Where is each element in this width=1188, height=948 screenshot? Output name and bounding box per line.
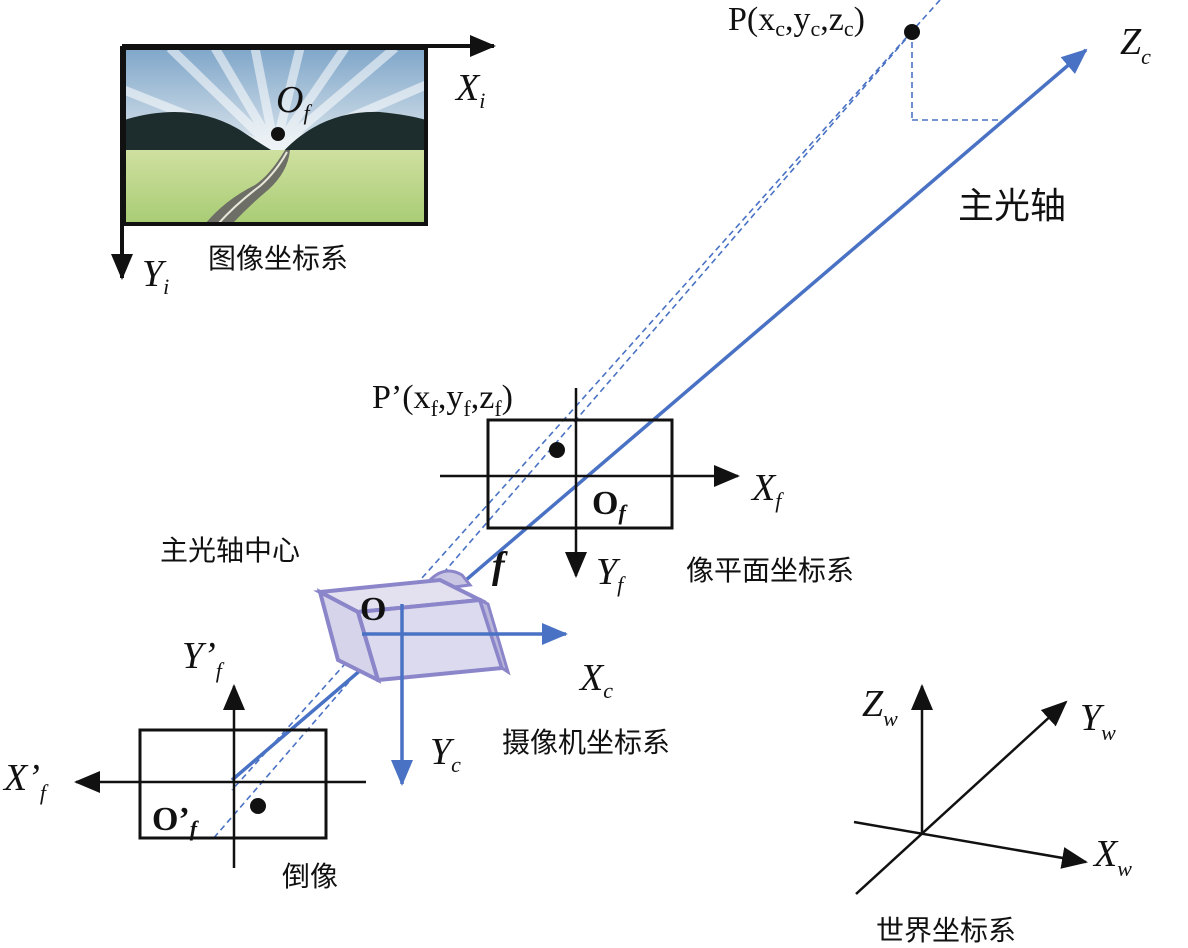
image-plane-x-label: Xf — [750, 467, 784, 513]
inverted-y-label: Y’f — [182, 635, 225, 683]
inverted-image-system: Y’f X’f O’f 倒像 — [2, 635, 366, 893]
image-coordinate-system: Of Xi Yi 图像坐标系 — [111, 35, 496, 299]
point-p-dot — [904, 24, 920, 40]
point-p-prime-dot — [549, 442, 565, 458]
image-y-label: Yi — [142, 253, 169, 299]
image-plane-caption: 像平面坐标系 — [686, 554, 854, 587]
image-origin-label: Of — [276, 79, 312, 125]
image-plane-system: P’(xf,yf,zf) Of Xf Yf 像平面坐标系 — [372, 379, 854, 597]
world-coord-caption: 世界坐标系 — [876, 914, 1016, 947]
optical-axis-zc-label: Zc — [1120, 21, 1151, 69]
world-coordinate-system: Zw Yw Xw 世界坐标系 — [853, 683, 1132, 947]
camera-x-label: Xc — [578, 657, 613, 703]
world-x-label: Xw — [1092, 833, 1132, 881]
image-plane-frame — [486, 418, 674, 530]
inverted-point-dot — [250, 798, 266, 814]
optical-axis-caption: 主光轴 — [958, 186, 1066, 227]
world-y-label: Yw — [1080, 697, 1116, 745]
camera-coord-caption: 摄像机坐标系 — [502, 726, 670, 759]
world-x-axis — [853, 820, 1088, 869]
inverted-x-label: X’f — [2, 757, 49, 805]
image-origin-dot — [271, 127, 285, 141]
world-y-axis — [855, 700, 1068, 895]
camera-origin-label: O — [360, 591, 386, 628]
image-coord-caption: 图像坐标系 — [208, 242, 348, 275]
camera-center-caption: 主光轴中心 — [160, 534, 300, 567]
image-plane-y-label: Yf — [596, 551, 626, 597]
image-plane-origin-label: Of — [592, 485, 628, 525]
world-z-label: Zw — [862, 683, 898, 731]
inverted-origin-label: O’f — [152, 801, 200, 841]
camera-y-label: Yc — [430, 731, 461, 777]
camera-body — [313, 569, 511, 684]
point-p-label: P(xc,yc,zc) — [728, 1, 865, 41]
point-p-prime-label: P’(xf,yf,zf) — [372, 379, 513, 421]
focal-length-label: f — [492, 545, 508, 587]
image-x-label: Xi — [454, 67, 485, 113]
inverted-caption: 倒像 — [282, 860, 338, 893]
